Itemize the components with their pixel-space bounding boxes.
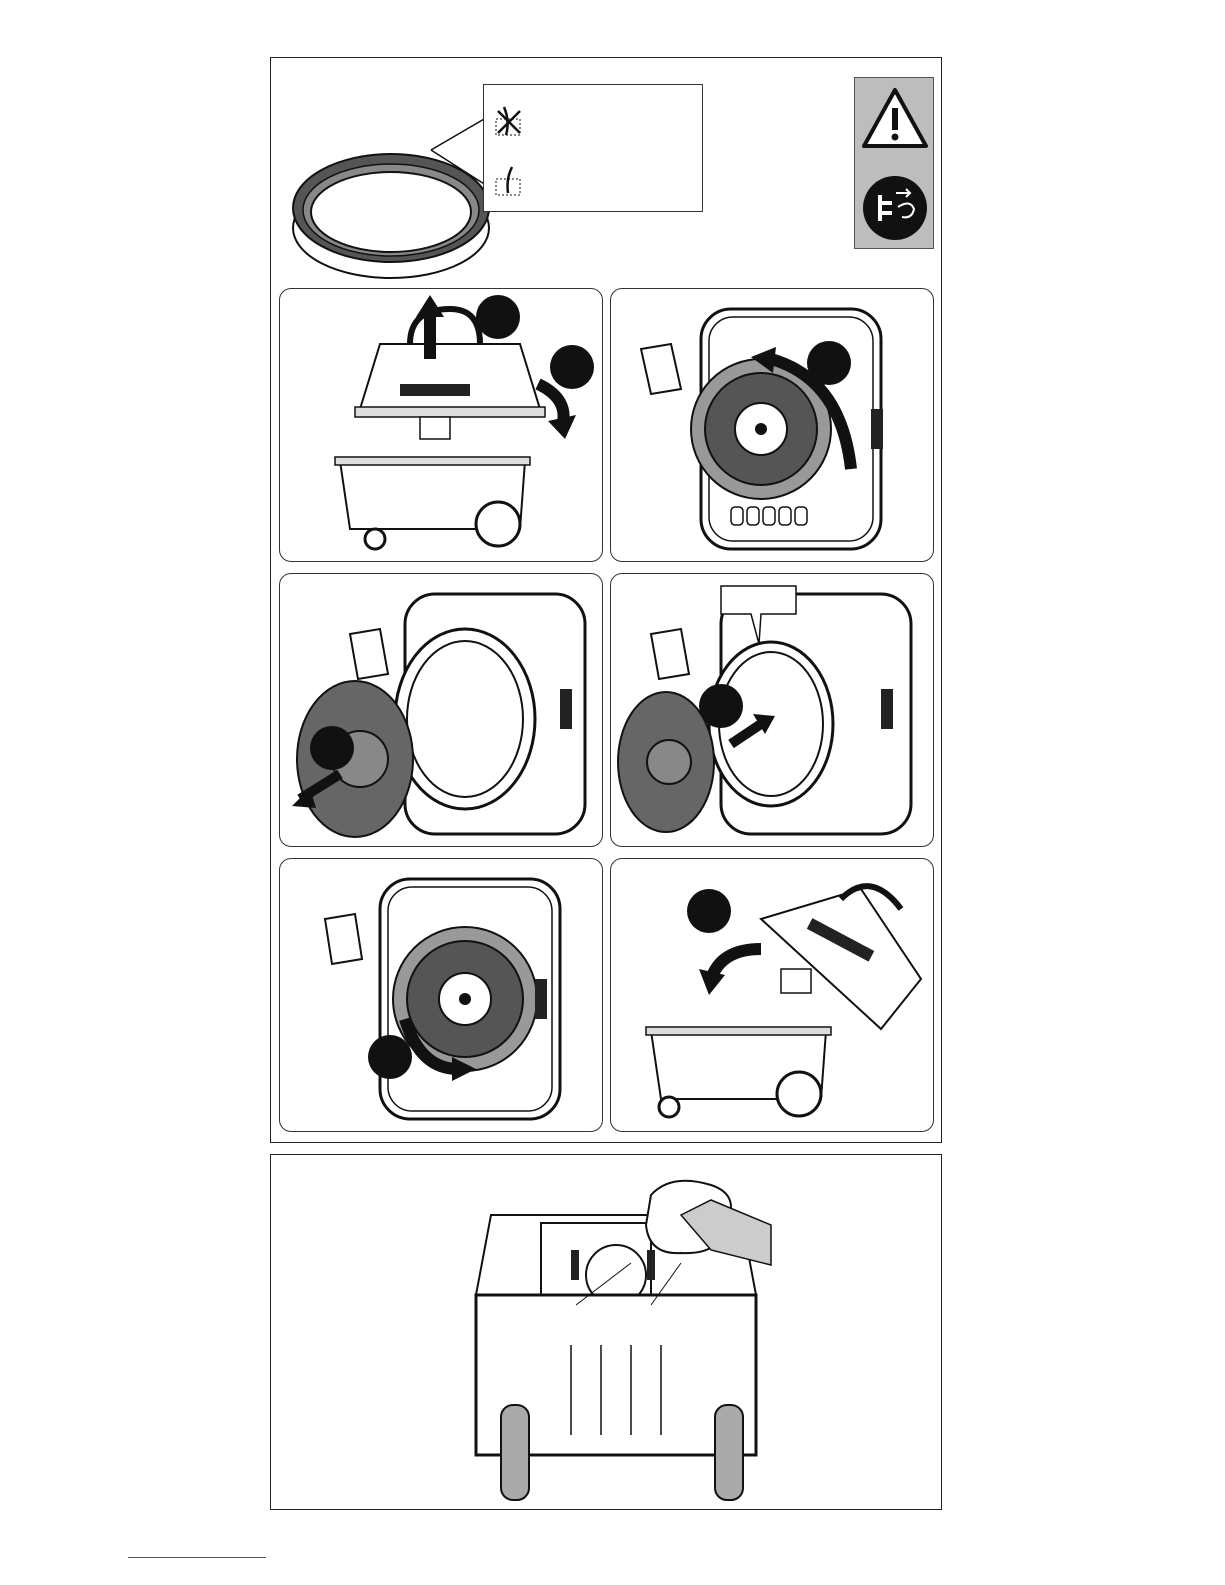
step-panel-remove-filter-cover (279, 573, 603, 847)
refit-filter-cover-illustration (280, 859, 603, 1132)
step-panel-rotate-filter-cover (610, 288, 934, 562)
lift-head-illustration (280, 289, 603, 562)
step-panel-lift-head (279, 288, 603, 562)
footer-rule (128, 1557, 266, 1558)
step-panel-refit-filter-cover (279, 858, 603, 1132)
seal-condition-legend (483, 84, 703, 212)
step-badge (807, 341, 851, 385)
replace-seal-illustration (611, 574, 934, 847)
step-badge (310, 726, 354, 770)
crossed-seal-icon (494, 101, 534, 141)
step-badge (687, 889, 731, 933)
step-badge (476, 295, 520, 339)
step-panel-replace-seal (610, 573, 934, 847)
step-badge (550, 345, 594, 389)
step-panel-refit-head (610, 858, 934, 1132)
intact-seal-icon (494, 161, 534, 201)
step-badge (368, 1035, 412, 1079)
safety-warning-panel (854, 77, 934, 249)
warning-triangle-icon (860, 84, 930, 154)
clean-container-illustration (271, 1155, 943, 1511)
instruction-frame-bottom (270, 1154, 942, 1510)
refit-head-illustration (611, 859, 934, 1132)
remove-filter-cover-illustration (280, 574, 603, 847)
unplug-mains-icon (860, 173, 930, 243)
step-badge (699, 684, 743, 728)
rotate-filter-cover-illustration (611, 289, 934, 562)
instruction-frame-top (270, 57, 942, 1143)
